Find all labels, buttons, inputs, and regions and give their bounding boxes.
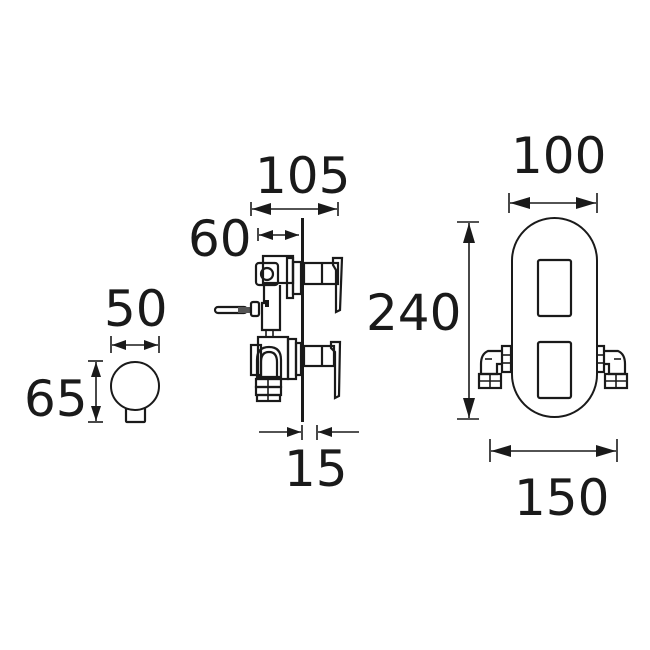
upper-lever [302,256,344,314]
overall-width-dimension-line [489,439,618,462]
plate-height-label: 240 [366,284,461,342]
elbow-width-dimension-line [110,336,160,353]
overall-width-label: 150 [514,469,609,527]
elbow-outline [110,361,160,424]
valve-side-view: 105 60 [188,147,359,498]
valve-wall-depth-dimension-line [257,228,299,241]
plate-width-label: 100 [511,127,606,185]
lower-handle-window [536,340,573,400]
faceplate-outline [511,217,598,418]
plate-thickness-dimension-line [259,425,359,440]
valve-depth-label: 105 [255,147,350,205]
plate-height-dimension-line [457,221,479,420]
left-elbow-connector [477,344,513,390]
right-elbow-connector [593,344,629,390]
plate-thickness-label: 15 [284,440,348,498]
spindle [213,300,261,318]
faceplate-front-view: 100 240 [366,127,629,527]
plate-width-dimension-line [508,193,598,213]
upper-handle-window [536,258,573,318]
elbow-height-dimension-line [88,360,103,423]
valve-depth-dimension-line [250,202,339,216]
wall-plate [301,218,304,422]
elbow-width-label: 50 [104,280,168,338]
valve-wall-depth-label: 60 [188,210,252,268]
outlet-elbow-view: 50 65 [24,280,168,428]
valve-body [213,254,303,403]
elbow-height-label: 65 [24,370,88,428]
lower-lever [302,340,342,400]
